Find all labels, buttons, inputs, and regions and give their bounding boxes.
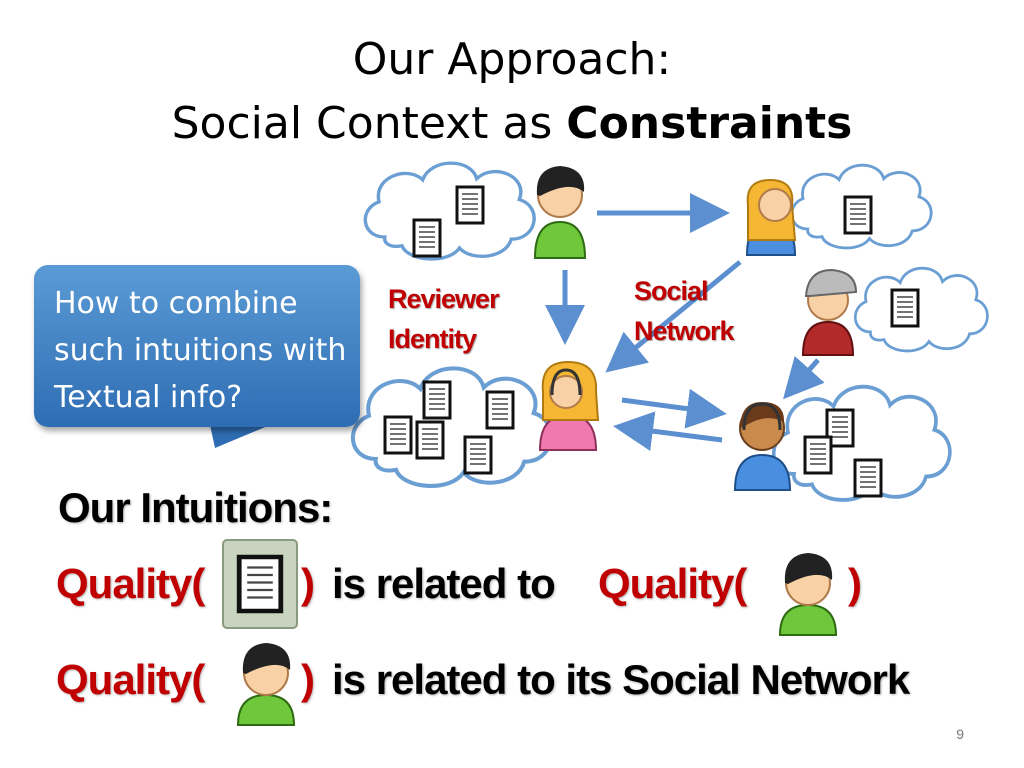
cloud-mid-right — [853, 266, 989, 353]
network-arrows — [545, 193, 825, 452]
line2-close: ) — [301, 656, 315, 703]
cloud-top-left — [363, 161, 536, 261]
intuitions-heading: Our Intuitions: — [58, 484, 333, 531]
line1-close2: ) — [848, 560, 862, 607]
page-number: 9 — [956, 726, 964, 742]
question-callout — [34, 265, 360, 427]
line1-close: ) — [301, 560, 315, 607]
line1-quality-open: Quality( — [56, 560, 205, 607]
callout-text: How to combine such intuitions with Text… — [54, 286, 347, 415]
reviewer-black-hair-icon — [533, 166, 587, 259]
reviewer-icon-inline-1 — [778, 553, 838, 636]
title-line-1: Our Approach: — [352, 34, 672, 85]
reviewer-headset-woman-icon — [538, 360, 600, 451]
social-network-label: Social Network — [634, 276, 735, 346]
callout-tail — [210, 425, 270, 448]
slide-title: Our Approach: Social Context as Constrai… — [0, 28, 1024, 156]
title-line-2: Social Context as Constraints — [171, 98, 853, 149]
reviewer-icon-inline-2 — [236, 643, 296, 726]
line1-quality-open2: Quality( — [598, 560, 747, 607]
reviewer-identity-label: Reviewer Identity — [388, 284, 500, 354]
reviewer-blonde-woman-icon — [745, 178, 797, 256]
cloud-bottom-left — [353, 368, 551, 486]
reviewer-headset-man-icon — [733, 402, 792, 491]
reviewer-cap-icon — [801, 268, 858, 356]
line1-relation: is related to — [332, 560, 556, 607]
document-icon-inline — [222, 539, 298, 629]
line2-quality-open: Quality( — [56, 656, 205, 703]
line2-relation: is related to its Social Network — [332, 656, 910, 703]
